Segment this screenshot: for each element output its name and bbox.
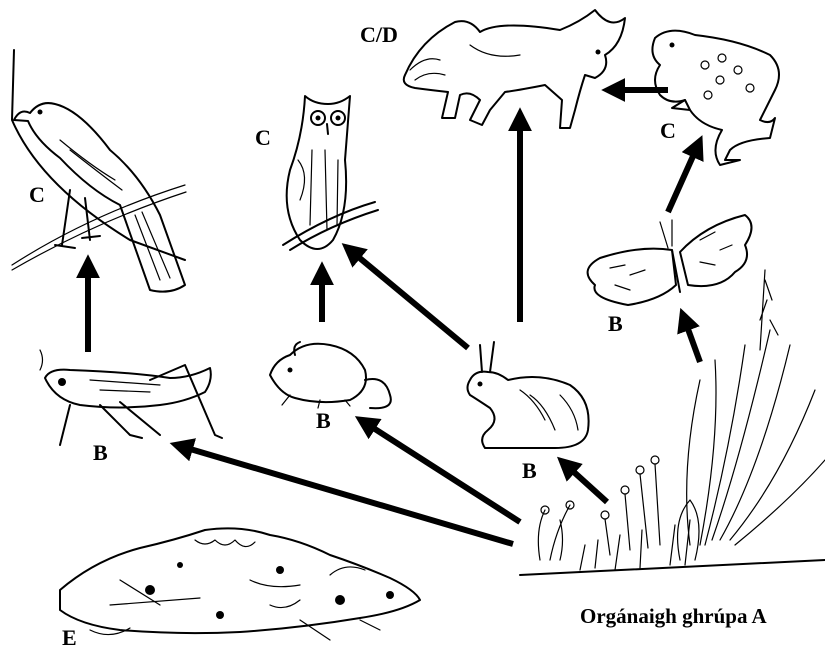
plants-icon (520, 270, 825, 575)
rabbit-icon (468, 342, 589, 448)
owl-icon (283, 96, 378, 250)
decomposer-label: E (62, 627, 77, 649)
fox-icon (404, 10, 625, 128)
mouse-icon (270, 342, 391, 408)
producers-caption: Orgánaigh ghrúpa A (580, 604, 767, 629)
fox-label: C/D (360, 24, 398, 46)
arrow-plants-to-rabbit (565, 464, 607, 502)
frog-label: C (660, 120, 676, 142)
butterfly-icon (588, 215, 752, 305)
owl-label: C (255, 127, 271, 149)
butterfly-label: B (608, 313, 623, 335)
arrow-plants-to-butterfly (684, 318, 700, 362)
arrow-rabbit-to-owl (350, 250, 468, 348)
decaying-matter-icon (60, 528, 420, 640)
grasshopper-icon (40, 350, 222, 445)
arrow-butterfly-to-frog (668, 145, 698, 212)
mouse-label: B (316, 410, 331, 432)
frog-icon (652, 31, 779, 165)
bird-icon (12, 50, 186, 292)
bird-label: C (29, 184, 45, 206)
rabbit-label: B (522, 460, 537, 482)
grasshopper-label: B (93, 442, 108, 464)
